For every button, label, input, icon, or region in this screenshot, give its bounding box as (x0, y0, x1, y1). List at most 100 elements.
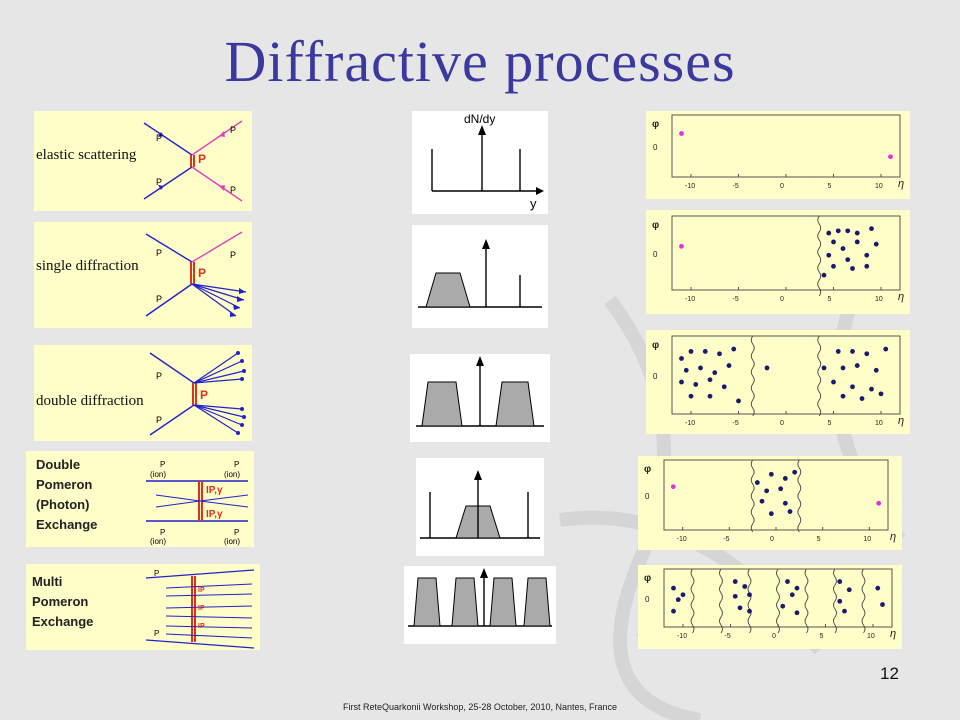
incoming-proton-bottom: P (156, 415, 162, 425)
particle-dot (831, 379, 836, 385)
incoming-proton-bottom: P (156, 177, 162, 187)
particle-dot (854, 239, 860, 245)
particle-dot (875, 585, 881, 591)
rapidity-gap-boundary (817, 335, 822, 417)
particle-dot (794, 610, 800, 616)
incoming-proton-bottom: P (154, 629, 159, 638)
rapidity-gap-boundary (833, 568, 837, 634)
eta-tick-label: 0 (770, 536, 774, 543)
incoming-proton-top: P (160, 460, 165, 469)
pomeron-symbol: IP,γ (206, 485, 223, 496)
eta-tick-label: -10 (677, 536, 687, 543)
particle-dot (717, 351, 722, 357)
eta-tick-label: -5 (725, 633, 731, 640)
particle-dot (864, 263, 870, 269)
rapidity-gap-boundary (690, 568, 695, 634)
diagram-double-pomeron-exchange: Double Pomeron (Photon) Exchange P (ion)… (26, 451, 254, 547)
particle-dot (707, 393, 713, 399)
particle-dot (671, 608, 676, 614)
particle-dot (794, 585, 800, 591)
lego-frame (671, 215, 901, 291)
particle-dot (859, 396, 865, 401)
particle-dot (726, 363, 732, 368)
incoming-proton-top: P (156, 248, 162, 258)
eta-tick-label: 10 (875, 183, 883, 190)
diagram-double-diffraction: double diffraction P P P (34, 345, 252, 441)
dndy-double-pomeron (416, 458, 544, 556)
eta-tick-label: 10 (875, 296, 883, 303)
particle-dot (792, 469, 798, 475)
particle-dot (826, 230, 832, 236)
dndy-graph (420, 470, 540, 539)
outgoing-proton-top: P (230, 125, 236, 135)
particle-dot (707, 377, 713, 383)
pomeron-symbol: IP (198, 605, 205, 612)
phi-zero-label: 0 (645, 595, 650, 604)
particle-dot (840, 365, 846, 371)
rapidity-gap-boundary (750, 459, 755, 533)
eta-tick-label: 5 (820, 633, 824, 640)
particle-dot (782, 500, 788, 506)
rapidity-gap-boundary (804, 568, 809, 634)
particle-dot (826, 252, 832, 258)
particle-dot (683, 367, 689, 373)
particle-dot (837, 598, 843, 604)
particle-dot (702, 349, 708, 354)
dndy-graph (408, 568, 552, 627)
particle-dot (854, 363, 860, 368)
diagram-multi-pomeron-exchange: Multi Pomeron Exchange P P IP IP IP (26, 564, 260, 650)
eta-tick-label: -10 (685, 296, 695, 303)
phi-axis-label: φ (644, 573, 651, 584)
incoming-proton-top: P (154, 569, 159, 578)
ion-label: (ion) (224, 537, 240, 546)
particle-dot (842, 608, 847, 614)
eta-tick-label: 5 (828, 296, 832, 303)
pomeron-symbol: P (200, 388, 208, 402)
eta-tick-label: -5 (733, 183, 739, 190)
particle-dot (821, 272, 827, 278)
eta-tick-label: 0 (780, 420, 784, 427)
particle-dot (878, 391, 884, 397)
particle-dot (680, 592, 686, 598)
lego-elastic (646, 111, 910, 199)
eta-axis-label: η (890, 628, 896, 640)
eta-tick-label: -10 (685, 420, 695, 427)
particle-dot (712, 370, 718, 376)
eta-tick-label: 10 (875, 420, 883, 427)
incoming-proton-top: P (156, 133, 162, 143)
feynman-graph: P P IP IP IP (145, 569, 255, 649)
eta-tick-label: 5 (828, 420, 832, 427)
rapidity-gap-boundary (861, 568, 866, 634)
particle-dot (850, 349, 855, 354)
lego-double-diffraction (646, 330, 910, 434)
slide-number: 12 (880, 664, 899, 683)
rapidity-gap-boundary (776, 568, 780, 634)
particle-dot (693, 382, 699, 387)
lego-frame (671, 114, 901, 178)
pomeron-symbol: IP (198, 587, 205, 594)
slide-footer: First ReteQuarkonii Workshop, 25-28 Octo… (343, 702, 617, 712)
eta-tick-label: 0 (780, 296, 784, 303)
dndy-graph (418, 239, 542, 308)
lego-single-diffraction (646, 210, 910, 314)
phi-axis-label: φ (644, 464, 651, 475)
particle-dot (768, 471, 774, 477)
particle-dot (679, 356, 684, 361)
ion-label: (ion) (150, 470, 166, 479)
particle-dot (787, 509, 793, 514)
eta-tick-label: -5 (723, 536, 729, 543)
eta-tick-label: -10 (677, 633, 687, 640)
phi-axis-label: φ (652, 220, 659, 231)
diagram-elastic-scattering: elastic scattering P P P P P (34, 111, 252, 211)
eta-axis-label: η (898, 291, 904, 303)
diagram-label: double diffraction (36, 393, 144, 409)
outgoing-proton-dot (679, 243, 684, 249)
incoming-proton-top: P (156, 371, 162, 381)
particle-dot (883, 346, 889, 352)
dndy-multi-pomeron (404, 566, 556, 644)
particle-dot (873, 241, 879, 247)
particle-dot (764, 365, 770, 371)
diagram-label: single diffraction (36, 258, 139, 274)
particle-dot (747, 608, 752, 614)
eta-tick-label: -5 (733, 420, 739, 427)
